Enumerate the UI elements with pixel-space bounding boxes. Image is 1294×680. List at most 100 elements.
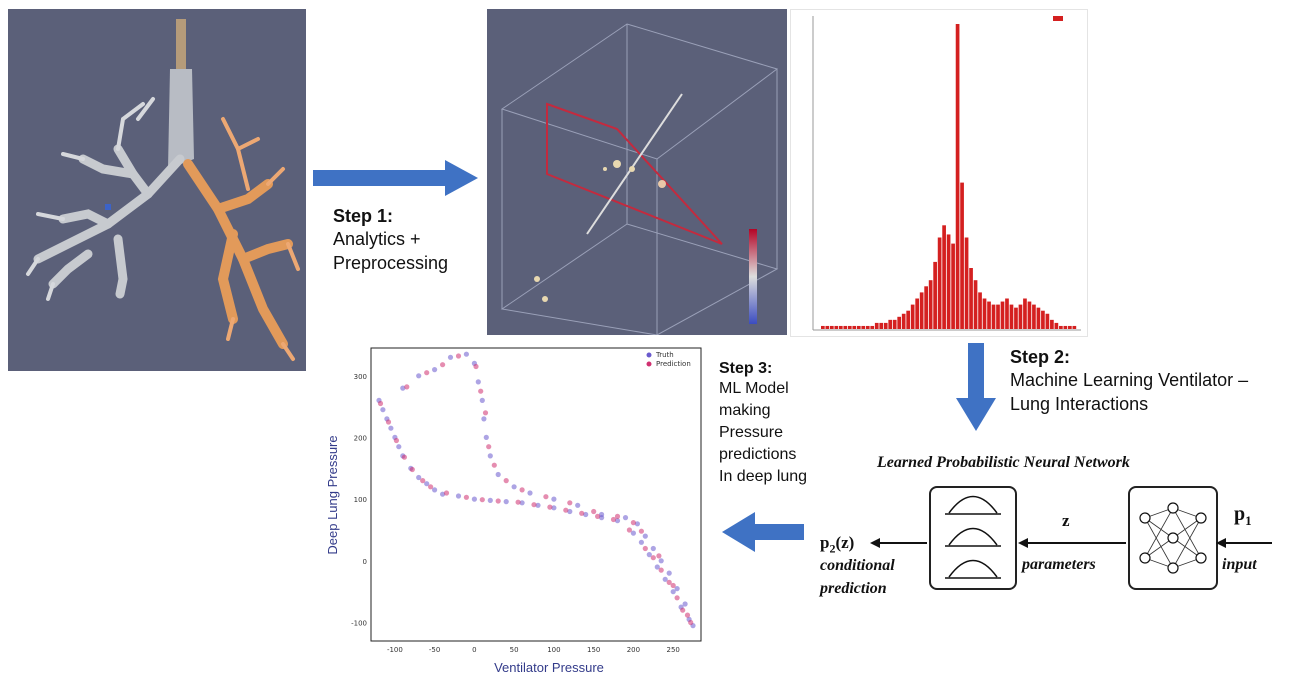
parameters-label: parameters bbox=[1022, 556, 1096, 573]
network-title: Learned Probabilistic Neural Network bbox=[877, 454, 1130, 471]
histogram-bar bbox=[888, 319, 893, 329]
prediction-point bbox=[443, 490, 450, 496]
step3-line3: Pressure bbox=[719, 424, 784, 441]
truth-point bbox=[424, 481, 430, 487]
step2-block: Step 2: Machine Learning Ventilator – Lu… bbox=[1010, 347, 1248, 416]
histogram-bar bbox=[964, 237, 969, 329]
prediction-point bbox=[642, 545, 648, 552]
step3-title: Step 3: bbox=[719, 360, 773, 377]
truth-point bbox=[495, 471, 501, 478]
step1-title: Step 1: bbox=[333, 206, 394, 226]
prediction-point bbox=[680, 607, 686, 613]
truth-point bbox=[432, 487, 438, 493]
histogram-chart bbox=[812, 16, 1081, 331]
prediction-point bbox=[503, 478, 509, 484]
gaussian-icons bbox=[945, 495, 1001, 579]
volume-render-image bbox=[500, 23, 779, 336]
legend-truth-label: Truth bbox=[655, 351, 674, 359]
truth-point bbox=[479, 397, 485, 403]
histogram-bar bbox=[1014, 307, 1018, 329]
prediction-point bbox=[385, 419, 392, 425]
output-symbol-arg: (z) bbox=[835, 533, 855, 552]
prediction-point bbox=[420, 478, 426, 484]
histogram-bar bbox=[987, 301, 991, 329]
input-symbol: p1 bbox=[1234, 503, 1252, 529]
truth-point bbox=[535, 502, 541, 508]
step3-line1: ML Model bbox=[719, 380, 789, 397]
truth-point bbox=[567, 508, 573, 515]
prediction-point bbox=[455, 353, 462, 359]
truth-point bbox=[416, 474, 422, 481]
prediction-point bbox=[401, 454, 407, 460]
truth-point bbox=[463, 351, 469, 357]
scatter-frame bbox=[370, 347, 702, 642]
truth-point bbox=[666, 570, 672, 576]
x-tick-label: 200 bbox=[627, 646, 640, 654]
histogram-bar bbox=[1018, 304, 1023, 329]
histogram-bar bbox=[937, 237, 942, 329]
prediction-point bbox=[409, 466, 415, 473]
output-line1: conditional bbox=[820, 557, 895, 574]
legend-truth-marker bbox=[646, 352, 652, 358]
step1-line1: Analytics + bbox=[333, 229, 421, 249]
step2-title: Step 2: bbox=[1010, 347, 1071, 367]
truth-point bbox=[634, 521, 640, 527]
histogram-bar bbox=[915, 298, 920, 329]
histogram-bar bbox=[879, 322, 884, 329]
histogram-bar bbox=[856, 325, 861, 329]
histogram-bar bbox=[960, 182, 964, 329]
truth-point bbox=[440, 491, 446, 497]
histogram-bar bbox=[838, 325, 843, 329]
z-label: z bbox=[1062, 511, 1070, 530]
histogram-bar bbox=[870, 325, 875, 329]
prediction-point bbox=[473, 363, 479, 370]
step1-line2: Preprocessing bbox=[333, 253, 449, 273]
histogram-bar bbox=[901, 313, 906, 329]
truth-point bbox=[447, 354, 454, 360]
histogram-bar bbox=[933, 261, 937, 329]
prediction-point bbox=[610, 516, 617, 523]
truth-point bbox=[575, 502, 581, 508]
prediction-point bbox=[626, 527, 632, 533]
arrow-step2 bbox=[956, 343, 996, 431]
x-tick-label: 50 bbox=[510, 646, 519, 654]
prediction-point bbox=[630, 520, 636, 526]
histogram-bar bbox=[1000, 301, 1005, 329]
truth-point bbox=[396, 444, 402, 450]
prediction-point bbox=[658, 567, 664, 573]
histogram-bar bbox=[946, 234, 951, 329]
x-tick-label: 100 bbox=[547, 646, 560, 654]
step3-line2: making bbox=[719, 402, 771, 419]
neural-net-box bbox=[1128, 486, 1218, 590]
prediction-point bbox=[563, 507, 569, 513]
histogram-bar bbox=[1072, 325, 1077, 329]
truth-point bbox=[650, 545, 656, 552]
prediction-point bbox=[591, 508, 597, 515]
truth-point bbox=[583, 511, 589, 518]
histogram-bar bbox=[1059, 325, 1063, 329]
histogram-bar bbox=[1050, 319, 1054, 329]
prediction-point bbox=[650, 555, 656, 561]
truth-point bbox=[481, 416, 487, 422]
truth-point bbox=[483, 434, 489, 440]
truth-point bbox=[519, 500, 525, 506]
histogram-bar bbox=[996, 304, 1000, 329]
prediction-point bbox=[478, 388, 484, 394]
histogram-bar bbox=[1068, 325, 1072, 329]
step2-line2: Lung Interactions bbox=[1010, 394, 1149, 414]
legend-prediction-label: Prediction bbox=[656, 360, 691, 368]
truth-point bbox=[646, 552, 652, 558]
prediction-point bbox=[393, 437, 399, 444]
y-tick-label: 300 bbox=[354, 373, 367, 381]
histogram-bar bbox=[928, 280, 933, 329]
output-symbol-letter: p bbox=[820, 533, 830, 552]
histogram-bar bbox=[991, 304, 996, 329]
arrow-step3 bbox=[722, 512, 804, 552]
truth-point bbox=[487, 497, 493, 503]
truth-point bbox=[670, 589, 676, 595]
histogram-bar bbox=[910, 304, 915, 329]
input-symbol-sub: 1 bbox=[1245, 513, 1252, 528]
histogram-bar bbox=[919, 292, 924, 329]
x-tick-label: -50 bbox=[429, 646, 440, 654]
prediction-point bbox=[440, 362, 446, 368]
